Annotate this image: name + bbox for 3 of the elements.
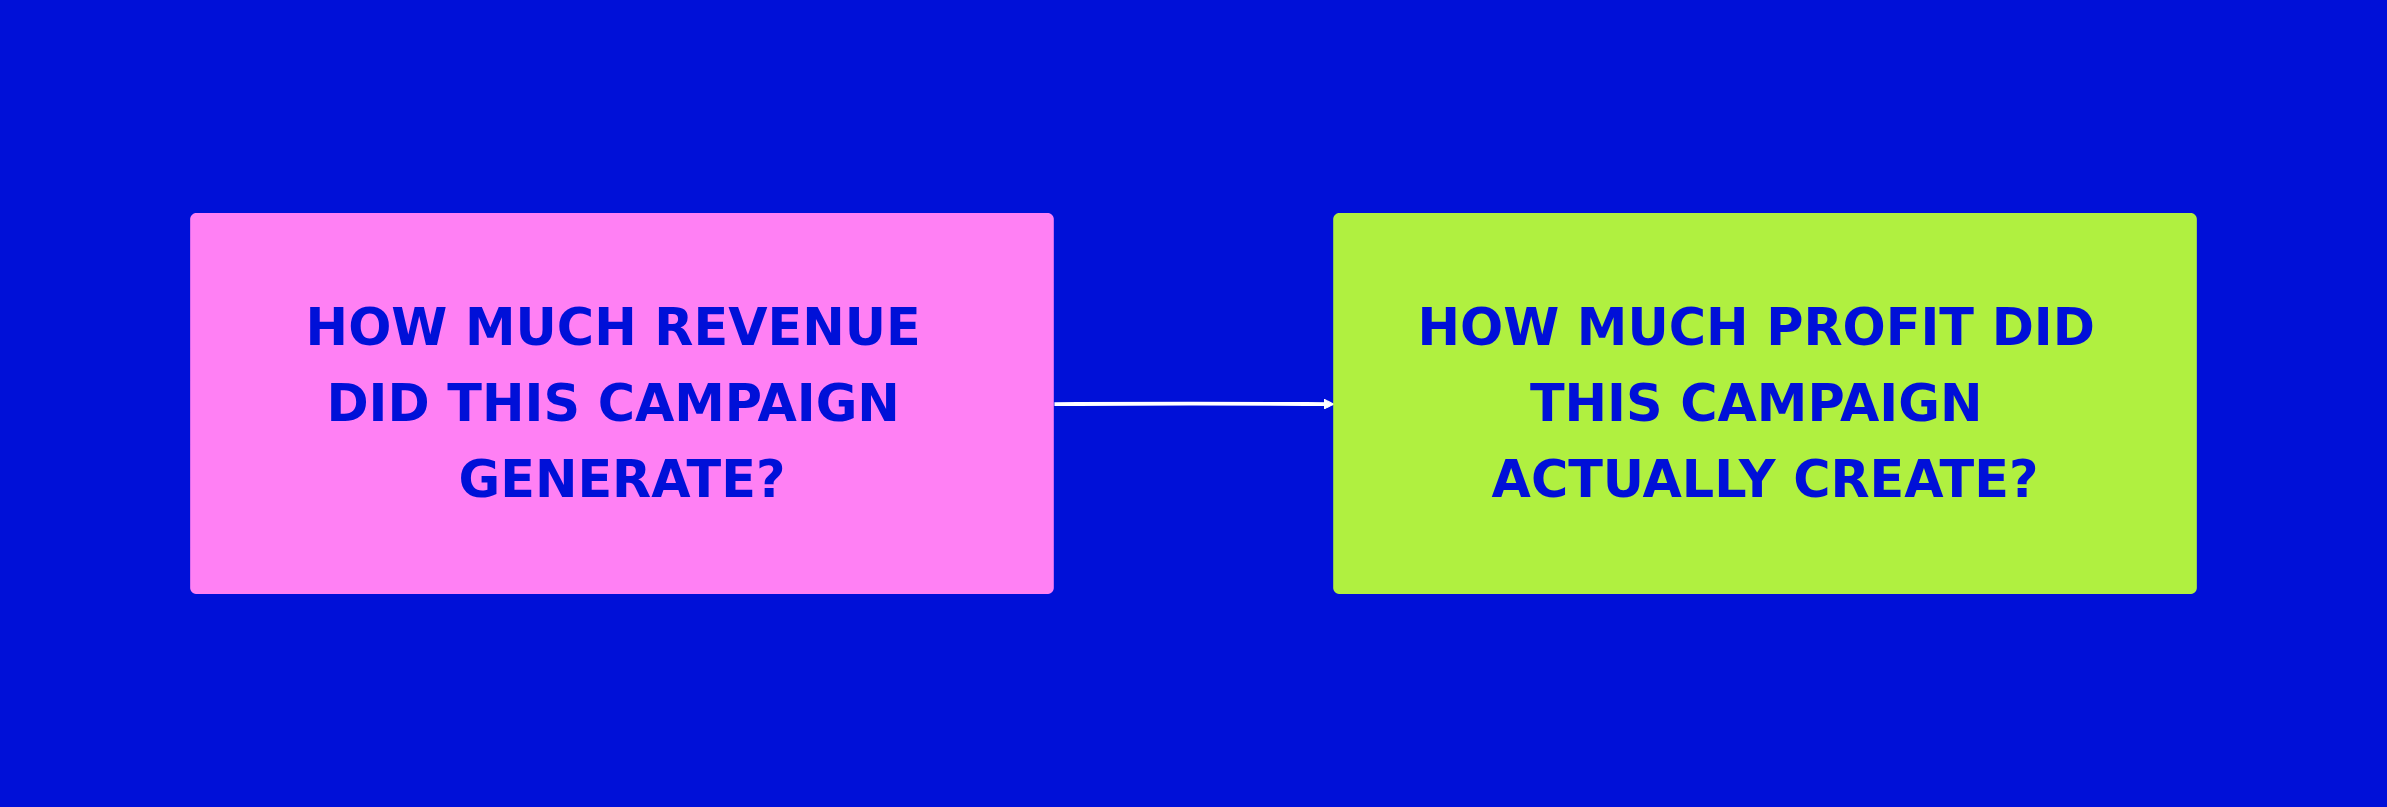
node-box: HOW MUCH PROFIT DID THIS CAMPAIGN ACTUALLY CREATE? — [1333, 213, 2197, 594]
node-box: HOW MUCH REVENUE DID THIS CAMPAIGN GENERATE? — [190, 213, 1054, 594]
arrow — [1054, 398, 1335, 410]
